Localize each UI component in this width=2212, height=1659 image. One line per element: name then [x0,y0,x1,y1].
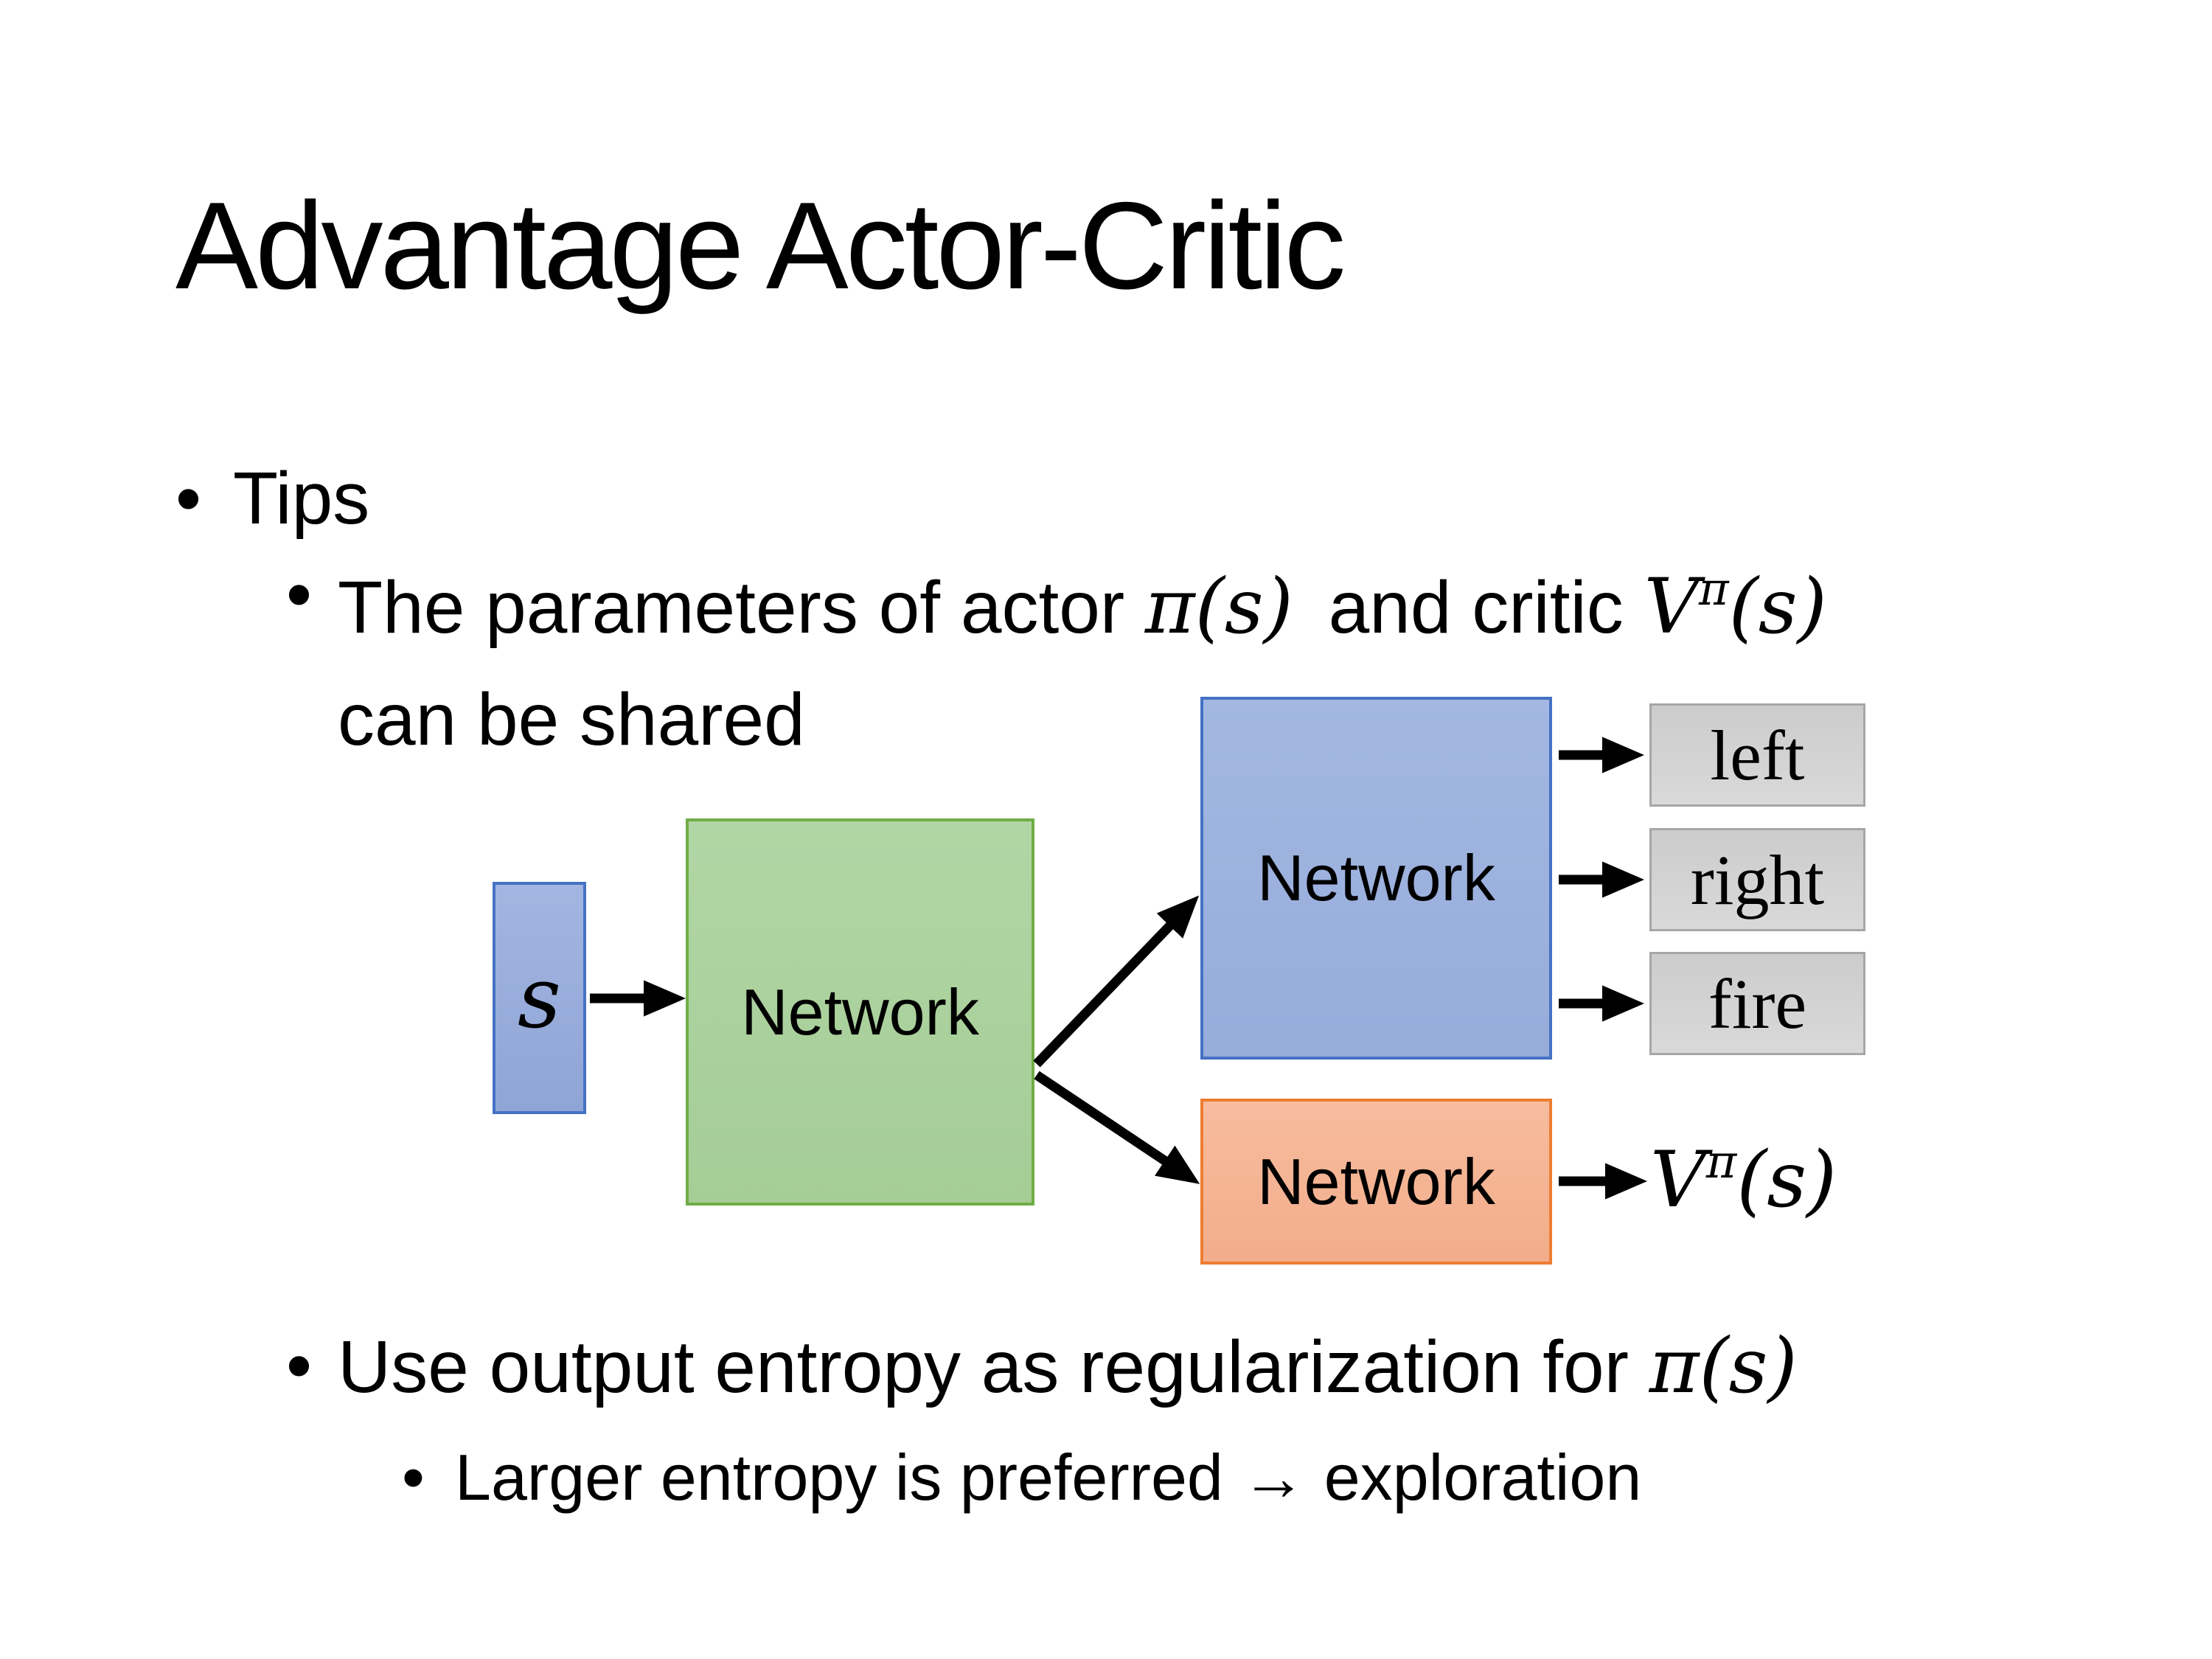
state-box: s [493,882,586,1114]
critic-network-box: Network [1200,1099,1552,1265]
action-box-fire: fire [1649,952,1865,1055]
bullet-dot: • [175,457,202,540]
actor-network-box: Network [1200,697,1552,1060]
bullet-entropy: • Use output entropy as regularization f… [286,1321,1798,1413]
shared-params-text: The parameters of actor π(s) and critic … [338,550,1827,775]
slide-title: Advantage Actor-Critic [175,176,1346,315]
tips-label: Tips [233,457,370,540]
shared-params-row1: The parameters of actor π(s) and critic … [338,562,1827,651]
action-box-right: right [1649,828,1865,931]
bullet-dot: • [286,553,313,636]
critic-value-math: Vπ(s) [1644,562,1827,651]
action-label-fire: fire [1708,964,1807,1043]
exploration-text: Larger entropy is preferred → exploratio… [455,1441,1642,1514]
action-box-left: left [1649,703,1865,807]
state-label: s [517,948,562,1048]
critic-network-label: Network [1257,1144,1495,1218]
entropy-text: Use output entropy as regularization for… [338,1322,1798,1411]
policy-math: π(s) [1649,1322,1798,1411]
actor-policy-math: π(s) [1144,563,1293,651]
shared-network-box: Network [686,818,1034,1206]
shared-network-label: Network [741,975,979,1048]
bullet-dot: • [402,1441,425,1514]
actor-network-label: Network [1257,841,1495,914]
shared-params-row2: can be shared [338,678,805,761]
bullet-shared-params: • The parameters of actor π(s) and criti… [286,550,1827,775]
bullet-tips: • Tips [175,454,369,543]
arrow-shared-to-actor [1033,895,1200,1068]
value-output-label: Vπ(s) [1650,1134,1837,1225]
bullet-exploration: • Larger entropy is preferred → explorat… [402,1439,1641,1517]
action-label-left: left [1710,715,1805,795]
action-label-right: right [1690,840,1825,919]
arrow-shared-to-critic [1034,1071,1200,1184]
bullet-dot: • [286,1324,313,1407]
